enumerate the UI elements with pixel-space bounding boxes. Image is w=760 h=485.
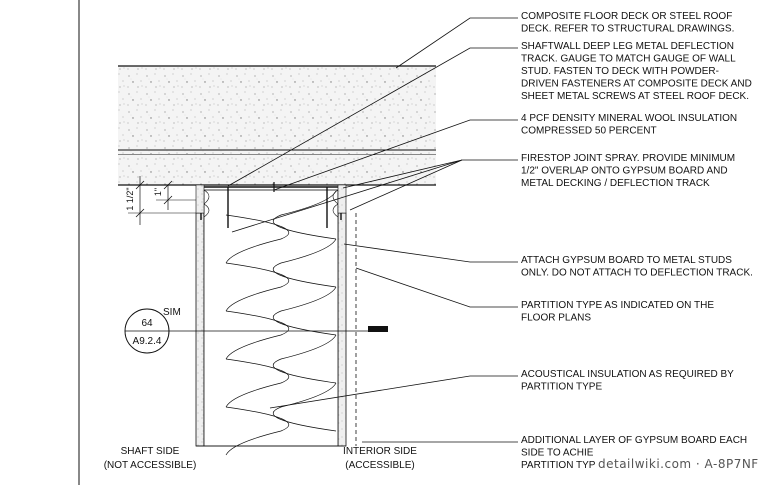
shaft-side-sublabel: (NOT ACCESSIBLE) bbox=[104, 460, 197, 471]
dimension-markings bbox=[128, 176, 196, 225]
note-4-line-2: 1/2" OVERLAP ONTO GYPSUM BOARD AND bbox=[521, 166, 728, 177]
interior-side-sublabel: (ACCESSIBLE) bbox=[345, 460, 414, 471]
section-marker: SIM 64 A9.2.4 bbox=[124, 307, 388, 354]
note-5-line-1: ATTACH GYPSUM BOARD TO METAL STUDS bbox=[521, 255, 732, 266]
note-1-line-1: COMPOSITE FLOOR DECK OR STEEL ROOF bbox=[521, 11, 732, 22]
insulation-loop-right bbox=[272, 286, 337, 336]
leader-lines bbox=[227, 17, 518, 443]
shaft-side-label: SHAFT SIDE bbox=[121, 446, 180, 457]
note-6-line-2: FLOOR PLANS bbox=[521, 313, 591, 324]
insulation-loop-left bbox=[225, 214, 289, 264]
note-2-line-3: STUD. FASTEN TO DECK WITH POWDER- bbox=[521, 66, 719, 77]
note-7-line-1: ACOUSTICAL INSULATION AS REQUIRED BY bbox=[521, 369, 734, 380]
gypsum-board-shaft-side bbox=[195, 212, 205, 447]
note-8-line-2: SIDE TO ACHIE bbox=[521, 448, 594, 459]
floor-deck-slab bbox=[118, 65, 436, 186]
insulation-loop-right bbox=[272, 190, 337, 240]
insulation-loop-left bbox=[225, 406, 289, 456]
insulation-loop-right bbox=[272, 334, 337, 384]
gypsum-board-interior-side bbox=[337, 212, 347, 447]
note-1-line-2: DECK. REFER TO STRUCTURAL DRAWINGS. bbox=[521, 24, 734, 35]
section-marker-number: 64 bbox=[141, 318, 153, 329]
note-4-line-3: METAL DECKING / DEFLECTION TRACK bbox=[521, 178, 710, 189]
watermark: detailwiki.com · A-8P7NF bbox=[598, 457, 759, 471]
insulation-loop-left bbox=[225, 262, 289, 312]
note-5-line-2: ONLY. DO NOT ATTACH TO DEFLECTION TRACK. bbox=[521, 268, 753, 279]
notes-group: COMPOSITE FLOOR DECK OR STEEL ROOF DECK. … bbox=[521, 11, 753, 471]
dimension-inner-label: 1" bbox=[153, 188, 163, 196]
insulation-loop-left bbox=[225, 310, 289, 360]
note-2-line-4: DRIVEN FASTENERS AT COMPOSITE DECK AND bbox=[521, 79, 752, 90]
dimension-outer-label: 1 1/2" bbox=[125, 187, 135, 210]
note-2-line-2: TRACK. GAUGE TO MATCH GAUGE OF WALL bbox=[521, 54, 736, 65]
note-2-line-1: SHAFTWALL DEEP LEG METAL DEFLECTION bbox=[521, 41, 734, 52]
note-4-line-1: FIRESTOP JOINT SPRAY. PROVIDE MINIMUM bbox=[521, 153, 735, 164]
insulation-loop-right bbox=[272, 238, 337, 288]
note-3-line-1: 4 PCF DENSITY MINERAL WOOL INSULATION bbox=[521, 113, 737, 124]
section-marker-sim: SIM bbox=[163, 307, 181, 318]
acoustical-insulation bbox=[225, 190, 337, 456]
section-marker-sheet: A9.2.4 bbox=[133, 336, 162, 347]
interior-side-label: INTERIOR SIDE bbox=[343, 446, 417, 457]
insulation-loop-left bbox=[225, 358, 289, 408]
note-6-line-1: PARTITION TYPE AS INDICATED ON THE bbox=[521, 300, 714, 311]
wall-assembly bbox=[195, 182, 357, 456]
note-8-line-3: PARTITION TYP bbox=[521, 460, 596, 471]
note-3-line-2: COMPRESSED 50 PERCENT bbox=[521, 126, 657, 137]
note-2-line-5: SHEET METAL SCREWS AT STEEL ROOF DECK. bbox=[521, 91, 749, 102]
note-8-line-1: ADDITIONAL LAYER OF GYPSUM BOARD EACH bbox=[521, 435, 747, 446]
note-7-line-2: PARTITION TYPE bbox=[521, 382, 602, 393]
insulation-loop-right bbox=[272, 382, 337, 432]
